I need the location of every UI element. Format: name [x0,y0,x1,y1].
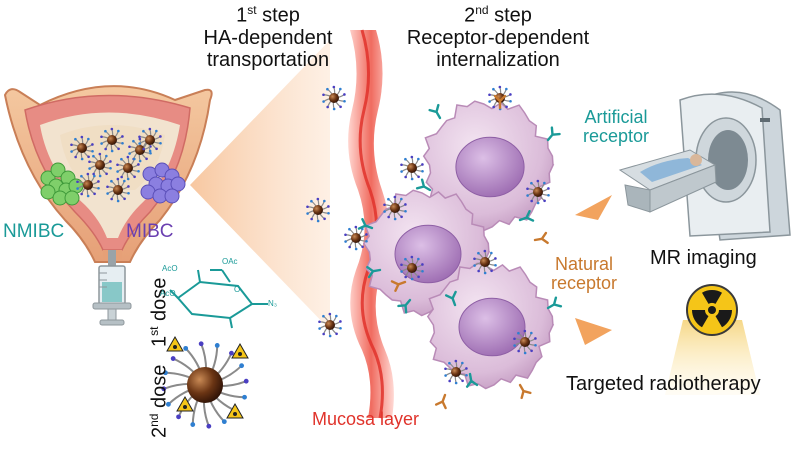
nanoparticle-2 [344,225,368,251]
step2-ordinal: 2 [464,4,476,27]
molecule-group-4: O [234,285,241,294]
mibc-label: MIBC [126,221,174,242]
syringe-icon [92,250,132,326]
step2-suffix: nd [475,3,489,17]
bladder-nanoparticle-4 [116,155,140,181]
bladder-nanoparticle-7 [138,127,162,153]
bladder-nanoparticle-1 [100,127,124,153]
artificial-receptor-label: Artificial receptor [568,108,664,145]
nmibc-tumor [40,162,84,206]
step1-title: 1st step HA-dependent transportation [188,4,348,70]
nanoparticle-9 [513,329,537,355]
artificial-receptor-6 [546,296,563,310]
nanoparticle-6 [526,179,550,205]
nanoparticle-1 [306,197,330,223]
nanoparticle-7 [400,255,424,281]
imaging-arrow [575,195,612,220]
natural-receptor-4 [434,393,447,410]
nanoparticle-4 [400,155,424,181]
radiolabel-icon-2 [176,395,194,412]
natural-receptor-1 [390,280,407,293]
step1-subtitle-line2: transportation [206,48,330,71]
bladder-nanoparticle-5 [106,177,130,203]
nanoparticle-8 [473,249,497,275]
step1-word: step [256,4,300,27]
artificial-receptor-4 [366,265,382,279]
artificial-receptor-line2: receptor [582,126,650,146]
second-dose-ordinal: 2 [148,426,171,438]
therapy-arrow [575,318,612,345]
molecule-group-5: N₃ [268,299,278,308]
natural-receptor-3 [518,383,532,400]
artificial-receptor-2 [518,209,535,222]
artificial-receptor-5 [444,290,457,307]
step1-subtitle-line1: HA-dependent [203,26,333,49]
mucosa-layer-label: Mucosa layer [312,409,420,429]
nmibc-label: NMIBC [3,221,65,242]
step2-word: step [488,4,532,27]
tumor-cell-bottom [426,262,555,390]
radiolabeled-nanoparticle [161,335,249,429]
first-dose-word: dose [148,277,171,327]
radiolabel-icon-3 [226,402,244,419]
artificial-receptor-line1: Artificial [584,107,648,127]
step2-subtitle-line1: Receptor-dependent [406,26,590,49]
bladder [3,85,213,263]
step1-suffix: st [247,3,257,17]
molecule-group-1: AcO [162,264,178,273]
molecule-group-3: AcO [160,289,176,298]
bladder-nanoparticle-6 [76,172,100,198]
first-dose-label: 1st dose [147,277,171,347]
transport-beam [190,40,330,330]
artificial-receptor-0 [428,103,442,120]
targeted-radiotherapy-label: Targeted radiotherapy [566,373,761,395]
step2-subtitle-line2: internalization [436,48,560,71]
mibc-tumor [140,162,186,204]
mri-scanner-icon [618,91,791,241]
natural-receptor-label: Natural receptor [538,255,630,292]
second-dose-label: 2nd dose [147,364,171,438]
nanoparticle-10 [444,359,468,385]
big-nanoparticle-core [161,341,249,429]
natural-receptor-2 [533,231,549,245]
artificial-receptor-9 [415,178,432,192]
bladder-nanoparticle-0 [70,135,94,161]
artificial-receptor-1 [546,126,561,142]
artificial-receptor-7 [465,372,479,388]
molecule-group-2: OAc [222,257,238,266]
second-dose-suffix: nd [147,413,161,427]
radiolabel-icon-1 [231,342,249,359]
natural-receptor-0 [493,94,507,110]
first-dose-suffix: st [147,326,161,336]
nanoparticle-11 [383,195,407,221]
natural-receptor-line1: Natural [554,254,614,274]
second-dose-word: dose [148,364,171,414]
tumor-cells [362,100,555,390]
bladder-nanoparticle-3 [88,152,112,178]
radiation-hazard-icon [665,284,760,395]
azido-sugar-molecule [169,269,268,329]
artificial-receptor-8 [397,298,412,314]
nanoparticle-3 [318,312,342,338]
step2-title: 2nd step Receptor-dependent internalizat… [398,4,598,70]
nanoparticle-0 [322,85,346,111]
artificial-receptor-3 [357,217,374,230]
bladder-nanoparticle-2 [128,137,152,163]
radiolabel-icon-0 [166,335,184,352]
natural-receptor-line2: receptor [550,273,618,293]
mr-imaging-label: MR imaging [650,247,757,269]
first-dose-ordinal: 1 [148,335,171,347]
step1-ordinal: 1 [236,4,248,27]
